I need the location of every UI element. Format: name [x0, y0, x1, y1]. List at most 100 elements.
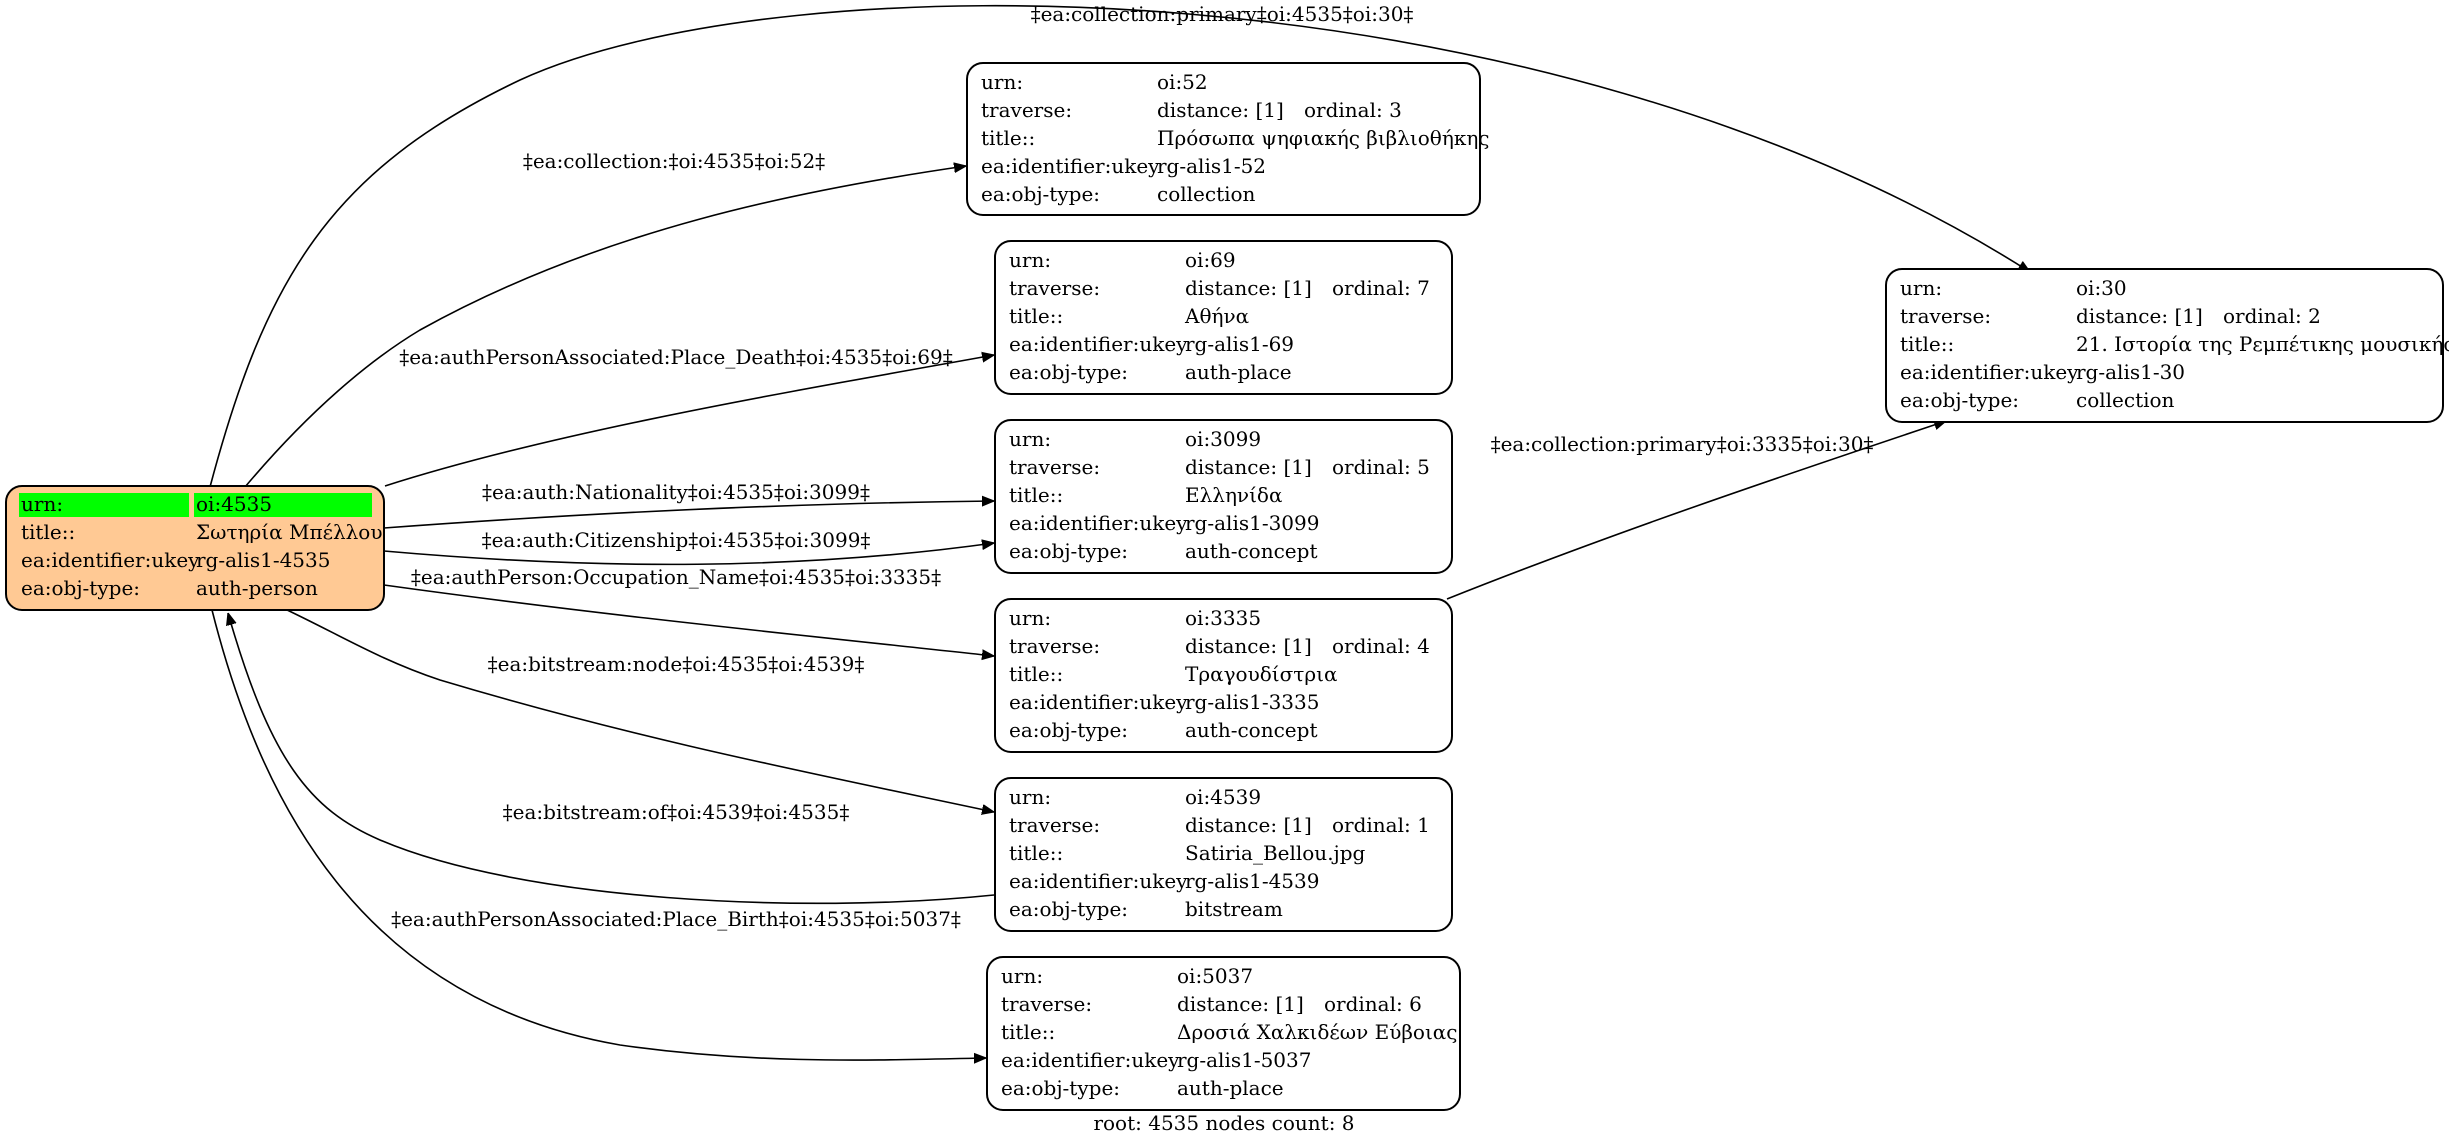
ukey-label: ea:identifier:ukey: [1009, 690, 1188, 714]
edge-citizenship-4535-3099: ‡ea:auth:Citizenship‡oi:4535‡oi:3099‡: [383, 528, 994, 566]
title-label: title::: [1900, 332, 1954, 356]
type-label: ea:obj-type:: [1009, 360, 1128, 384]
urn-label: urn:: [981, 70, 1023, 94]
ukey-value: rg-alis1-3335: [1185, 690, 1319, 714]
urn-label: urn:: [1001, 964, 1043, 988]
edge-label: ‡ea:collection:‡oi:4535‡oi:52‡: [523, 149, 825, 173]
edge-label: ‡ea:collection:primary‡oi:4535‡oi:30‡: [1031, 2, 1414, 26]
node-3335[interactable]: urn: oi:3335 traverse: distance: [1] ord…: [994, 598, 1453, 753]
node-69[interactable]: urn: oi:69 traverse: distance: [1] ordin…: [994, 240, 1453, 395]
type-value: bitstream: [1185, 897, 1283, 921]
urn-value: oi:5037: [1177, 964, 1253, 988]
traverse-label: traverse:: [1009, 276, 1100, 300]
type-value: auth-concept: [1185, 718, 1317, 742]
urn-value: oi:30: [2076, 276, 2127, 300]
ukey-label: ea:identifier:ukey: [21, 548, 200, 572]
traverse-ordinal: ordinal: 2: [2223, 304, 2321, 328]
title-value: 21. Ιστορία της Ρεμπέτικης μουσικής: [2076, 332, 2449, 356]
type-label: ea:obj-type:: [1009, 539, 1128, 563]
node-4539[interactable]: urn: oi:4539 traverse: distance: [1] ord…: [994, 777, 1453, 932]
node-30[interactable]: urn: oi:30 traverse: distance: [1] ordin…: [1885, 268, 2449, 423]
node-root-4535[interactable]: urn: oi:4535 title:: Σωτηρία Μπέλλου ea:…: [5, 485, 385, 611]
urn-value: oi:52: [1157, 70, 1208, 94]
type-label: ea:obj-type:: [1001, 1076, 1120, 1100]
ukey-value: rg-alis1-52: [1157, 154, 1266, 178]
traverse-label: traverse:: [1001, 992, 1092, 1016]
edge-nationality-4535-3099: ‡ea:auth:Nationality‡oi:4535‡oi:3099‡: [383, 480, 994, 529]
urn-value: oi:3099: [1185, 427, 1261, 451]
title-value: Δροσιά Χαλκιδέων Εύβοιας: [1177, 1020, 1458, 1044]
type-label: ea:obj-type:: [981, 182, 1100, 206]
title-label: title::: [21, 520, 75, 544]
ukey-value: rg-alis1-3099: [1185, 511, 1319, 535]
urn-label: urn:: [1900, 276, 1942, 300]
urn-value: oi:4535: [196, 492, 272, 516]
title-value: Αθήνα: [1184, 304, 1249, 328]
traverse-distance: distance: [1]: [1185, 455, 1312, 479]
edge-label: ‡ea:authPersonAssociated:Place_Birth‡oi:…: [391, 907, 961, 931]
traverse-ordinal: ordinal: 3: [1304, 98, 1402, 122]
title-value: Πρόσωπα ψηφιακής βιβλιοθήκης: [1157, 126, 1490, 150]
node-3099[interactable]: urn: oi:3099 traverse: distance: [1] ord…: [994, 419, 1453, 574]
traverse-ordinal: ordinal: 7: [1332, 276, 1430, 300]
edge-label: ‡ea:auth:Citizenship‡oi:4535‡oi:3099‡: [482, 528, 871, 552]
ukey-value: rg-alis1-4535: [196, 548, 330, 572]
urn-value: oi:4539: [1185, 785, 1261, 809]
urn-label: urn:: [1009, 785, 1051, 809]
title-label: title::: [1009, 662, 1063, 686]
edge-label: ‡ea:bitstream:node‡oi:4535‡oi:4539‡: [488, 652, 865, 676]
type-value: collection: [1157, 182, 1256, 206]
traverse-ordinal: ordinal: 5: [1332, 455, 1430, 479]
ukey-value: rg-alis1-69: [1185, 332, 1294, 356]
edge-collection-primary-3335-30: ‡ea:collection:primary‡oi:3335‡oi:30‡: [1446, 421, 1946, 600]
ukey-label: ea:identifier:ukey: [1001, 1048, 1180, 1072]
type-value: auth-concept: [1185, 539, 1317, 563]
type-label: ea:obj-type:: [1009, 718, 1128, 742]
ukey-value: rg-alis1-5037: [1177, 1048, 1311, 1072]
type-value: auth-place: [1185, 360, 1292, 384]
type-label: ea:obj-type:: [21, 576, 140, 600]
title-value: Satiria_Bellou.jpg: [1185, 841, 1366, 865]
edge-occupation-4535-3335: ‡ea:authPerson:Occupation_Name‡oi:4535‡o…: [383, 565, 994, 656]
edge-bitstream-of-4539-4535: ‡ea:bitstream:of‡oi:4539‡oi:4535‡: [228, 613, 995, 905]
type-value: collection: [2076, 388, 2175, 412]
node-5037[interactable]: urn: oi:5037 traverse: distance: [1] ord…: [986, 956, 1461, 1111]
traverse-distance: distance: [1]: [1185, 276, 1312, 300]
node-52[interactable]: urn: oi:52 traverse: distance: [1] ordin…: [966, 62, 1490, 216]
title-label: title::: [1001, 1020, 1055, 1044]
ukey-value: rg-alis1-4539: [1185, 869, 1319, 893]
traverse-distance: distance: [1]: [1157, 98, 1284, 122]
edge-collection-primary-4535-30: ‡ea:collection:primary‡oi:4535‡oi:30‡: [209, 2, 2030, 488]
edge-place-death-4535-69: ‡ea:authPersonAssociated:Place_Death‡oi:…: [384, 345, 994, 487]
edge-bitstream-node-4535-4539: ‡ea:bitstream:node‡oi:4535‡oi:4539‡: [284, 608, 994, 812]
traverse-label: traverse:: [981, 98, 1072, 122]
urn-label: urn:: [21, 492, 63, 516]
ukey-label: ea:identifier:ukey: [981, 154, 1160, 178]
urn-label: urn:: [1009, 427, 1051, 451]
traverse-distance: distance: [1]: [1177, 992, 1304, 1016]
edge-collection-4535-52: ‡ea:collection:‡oi:4535‡oi:52‡: [244, 149, 966, 488]
traverse-label: traverse:: [1009, 455, 1100, 479]
title-value: Ελληνίδα: [1185, 483, 1282, 507]
title-label: title::: [1009, 841, 1063, 865]
type-label: ea:obj-type:: [1009, 897, 1128, 921]
title-label: title::: [1009, 304, 1063, 328]
ukey-label: ea:identifier:ukey: [1009, 869, 1188, 893]
edge-label: ‡ea:authPersonAssociated:Place_Death‡oi:…: [399, 345, 953, 369]
edge-label: ‡ea:bitstream:of‡oi:4539‡oi:4535‡: [503, 800, 850, 824]
ukey-label: ea:identifier:ukey: [1900, 360, 2079, 384]
type-value: auth-place: [1177, 1076, 1284, 1100]
urn-label: urn:: [1009, 248, 1051, 272]
traverse-ordinal: ordinal: 1: [1332, 813, 1430, 837]
ukey-label: ea:identifier:ukey: [1009, 332, 1188, 356]
traverse-label: traverse:: [1900, 304, 1991, 328]
edge-label: ‡ea:collection:primary‡oi:3335‡oi:30‡: [1491, 432, 1874, 456]
traverse-label: traverse:: [1009, 813, 1100, 837]
title-value: Τραγουδίστρια: [1185, 662, 1337, 686]
traverse-ordinal: ordinal: 6: [1324, 992, 1422, 1016]
ukey-label: ea:identifier:ukey: [1009, 511, 1188, 535]
edge-label: ‡ea:authPerson:Occupation_Name‡oi:4535‡o…: [411, 565, 941, 589]
traverse-ordinal: ordinal: 4: [1332, 634, 1430, 658]
